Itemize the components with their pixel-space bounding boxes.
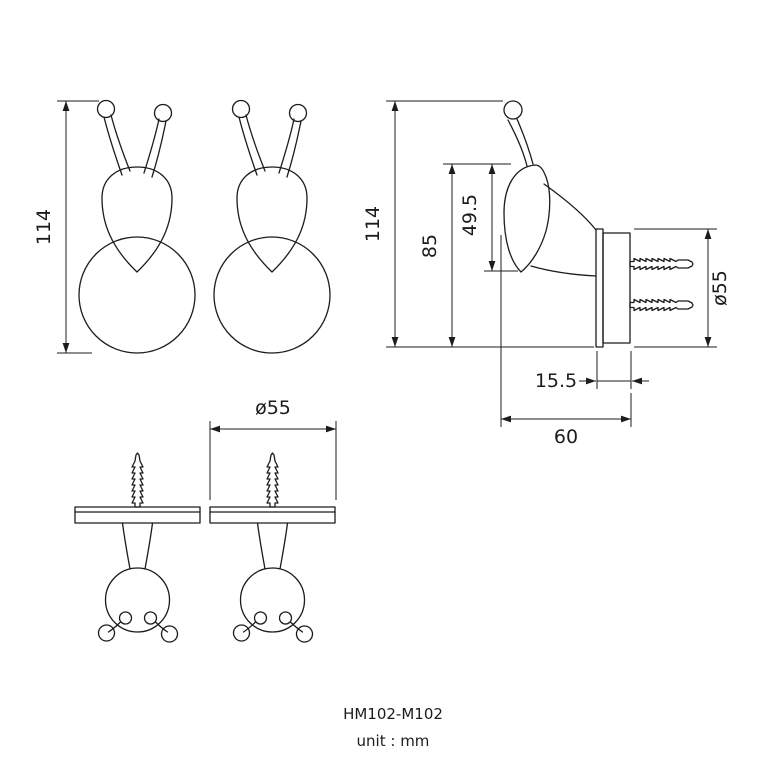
arm-lower-edge [530, 265, 597, 277]
dimension-mount-height: 85 [419, 163, 511, 347]
dim-plate-diameter-side-label: ø55 [709, 270, 731, 306]
dimension-front-height: 114 [33, 100, 99, 354]
plate-body [602, 232, 631, 344]
front-view-group: 114 [33, 99, 331, 354]
dimension-side-height: 114 [362, 100, 594, 348]
wall-screw-bottom [629, 298, 694, 312]
antenna-ball [503, 100, 523, 120]
wall-screw-top [629, 257, 694, 271]
bottom-view-group: ø55 [74, 397, 337, 643]
product-code-label: HM102-M102 [343, 705, 443, 723]
bottom-view-1 [74, 452, 201, 643]
dimension-plate-diameter-bottom: ø55 [209, 397, 337, 500]
dim-depth-label: 60 [554, 426, 578, 448]
dim-body-height-label: 49.5 [459, 194, 481, 236]
dim-front-height-label: 114 [33, 209, 55, 245]
dimension-plate-diameter-side: ø55 [634, 228, 731, 348]
front-view-1 [78, 99, 196, 354]
unit-note-label: unit : mm [357, 732, 430, 750]
bottom-view-2 [209, 452, 336, 643]
plate-front-lip [595, 228, 604, 348]
dim-plate-thickness-label: 15.5 [535, 370, 577, 392]
dimension-body-height: 49.5 [459, 164, 518, 272]
dim-plate-diameter-bottom-label: ø55 [255, 397, 291, 419]
dim-mount-height-label: 85 [419, 234, 441, 258]
antenna-curve-outer [516, 118, 534, 165]
title-block: HM102-M102 unit : mm [343, 705, 443, 750]
hook-body-profile [503, 164, 551, 273]
side-view-group: 114 85 49.5 ø55 15.5 [362, 100, 731, 448]
antenna-curve-inner [507, 119, 528, 167]
dimension-plate-thickness: 15.5 [535, 351, 649, 392]
front-view-2 [213, 99, 331, 354]
dimension-depth: 60 [500, 235, 632, 448]
arm-upper-edge [543, 183, 597, 231]
dim-side-height-label: 114 [362, 206, 384, 242]
